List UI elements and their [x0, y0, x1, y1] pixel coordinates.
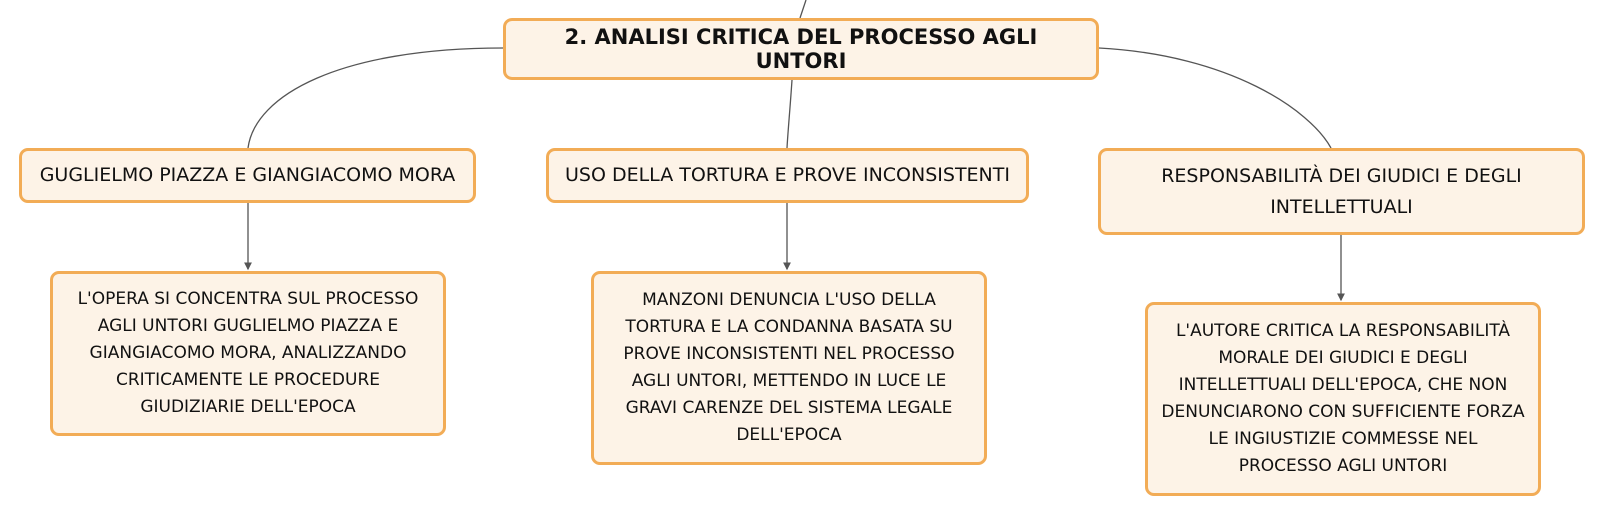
- topic-node-piazza-mora[interactable]: GUGLIELMO PIAZZA E GIANGIACOMO MORA: [19, 148, 476, 203]
- detail-text: L'OPERA SI CONCENTRA SUL PROCESSO AGLI U…: [77, 289, 419, 417]
- detail-node-piazza-mora[interactable]: L'OPERA SI CONCENTRA SUL PROCESSO AGLI U…: [50, 271, 446, 436]
- connector-root-topic-2: [786, 79, 793, 149]
- central-topic-node[interactable]: 2. ANALISI CRITICA DEL PROCESSO AGLI UNT…: [503, 18, 1099, 80]
- detail-text: MANZONI DENUNCIA L'USO DELLA TORTURA E L…: [623, 290, 955, 445]
- topic-label: RESPONSABILITÀ DEI GIUDICI E DEGLI INTEL…: [1161, 164, 1522, 218]
- connector-root-topic-1: [247, 47, 504, 149]
- topic-label: USO DELLA TORTURA E PROVE INCONSISTENTI: [565, 164, 1010, 186]
- connector-root-topic-3: [1098, 47, 1332, 149]
- topic-node-responsabilita[interactable]: RESPONSABILITÀ DEI GIUDICI E DEGLI INTEL…: [1098, 148, 1585, 235]
- topic-node-tortura[interactable]: USO DELLA TORTURA E PROVE INCONSISTENTI: [546, 148, 1029, 203]
- detail-node-tortura[interactable]: MANZONI DENUNCIA L'USO DELLA TORTURA E L…: [591, 271, 987, 465]
- topic-label: GUGLIELMO PIAZZA E GIANGIACOMO MORA: [39, 164, 456, 186]
- detail-text: L'AUTORE CRITICA LA RESPONSABILITÀ MORAL…: [1161, 321, 1525, 476]
- detail-node-responsabilita[interactable]: L'AUTORE CRITICA LA RESPONSABILITÀ MORAL…: [1145, 302, 1541, 496]
- connector-incoming-root: [799, 0, 807, 19]
- central-topic-label: 2. ANALISI CRITICA DEL PROCESSO AGLI UNT…: [564, 25, 1038, 73]
